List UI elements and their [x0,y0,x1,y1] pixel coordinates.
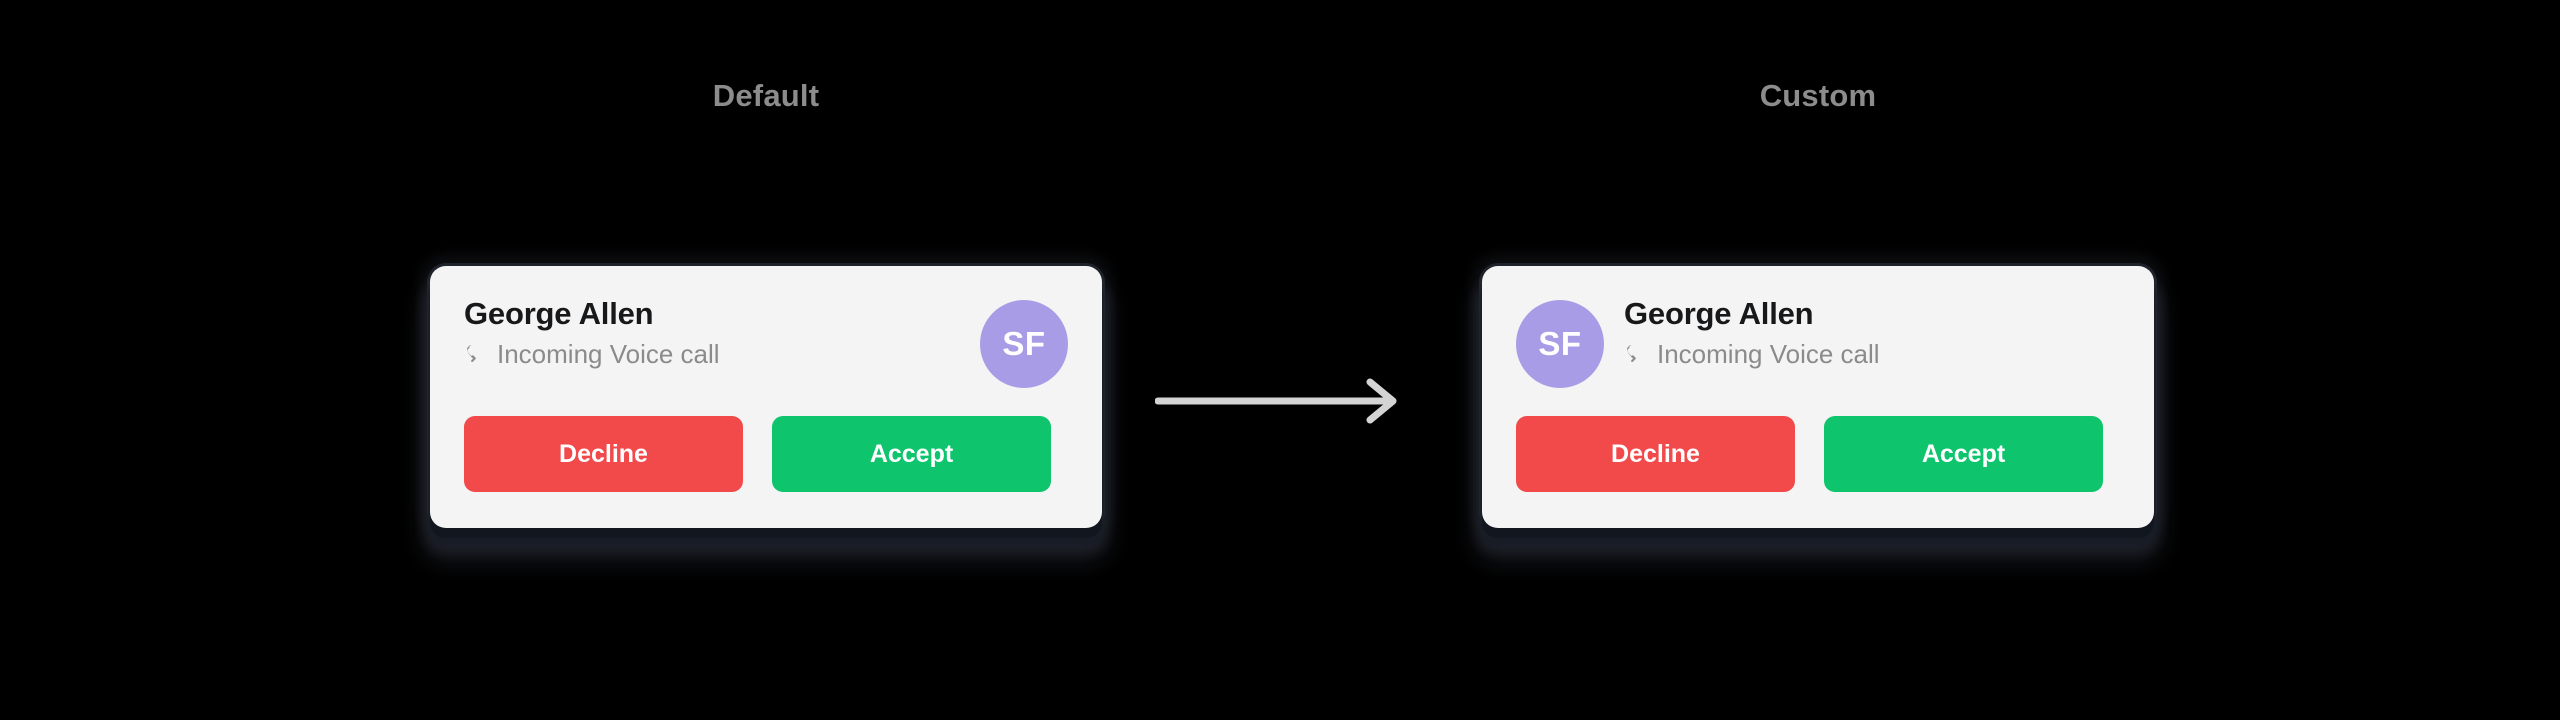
card-header: George Allen Incoming Voice call SF [464,296,1068,388]
call-status-row: Incoming Voice call [464,338,960,370]
card-header-text: George Allen Incoming Voice call [464,296,960,370]
notification-card-custom[interactable]: George Allen Incoming Voice call SF Decl… [1482,266,2154,528]
section-label-custom: Custom [1759,78,1877,113]
accept-button[interactable]: Accept [772,416,1051,492]
phone-handset-icon [1624,342,1648,366]
card-header: George Allen Incoming Voice call SF [1516,296,2120,388]
call-status-text: Incoming Voice call [1657,339,1880,369]
caller-name: George Allen [464,296,654,331]
decline-button[interactable]: Decline [1516,416,1795,492]
section-label-default: Default [712,78,820,113]
right-arrow-icon [1155,378,1405,424]
notification-card-default[interactable]: George Allen Incoming Voice call SF Decl… [430,266,1102,528]
call-status-text: Incoming Voice call [497,339,720,369]
call-status-row: Incoming Voice call [1624,338,1880,370]
avatar[interactable]: SF [980,300,1068,388]
card-actions: Decline Accept [464,416,1051,492]
card-actions: Decline Accept [1516,416,2103,492]
phone-handset-icon [464,342,488,366]
card-header-text: George Allen Incoming Voice call [1624,296,1880,370]
avatar[interactable]: SF [1516,300,1604,388]
decline-button[interactable]: Decline [464,416,743,492]
accept-button[interactable]: Accept [1824,416,2103,492]
caller-name: George Allen [1624,296,1814,331]
